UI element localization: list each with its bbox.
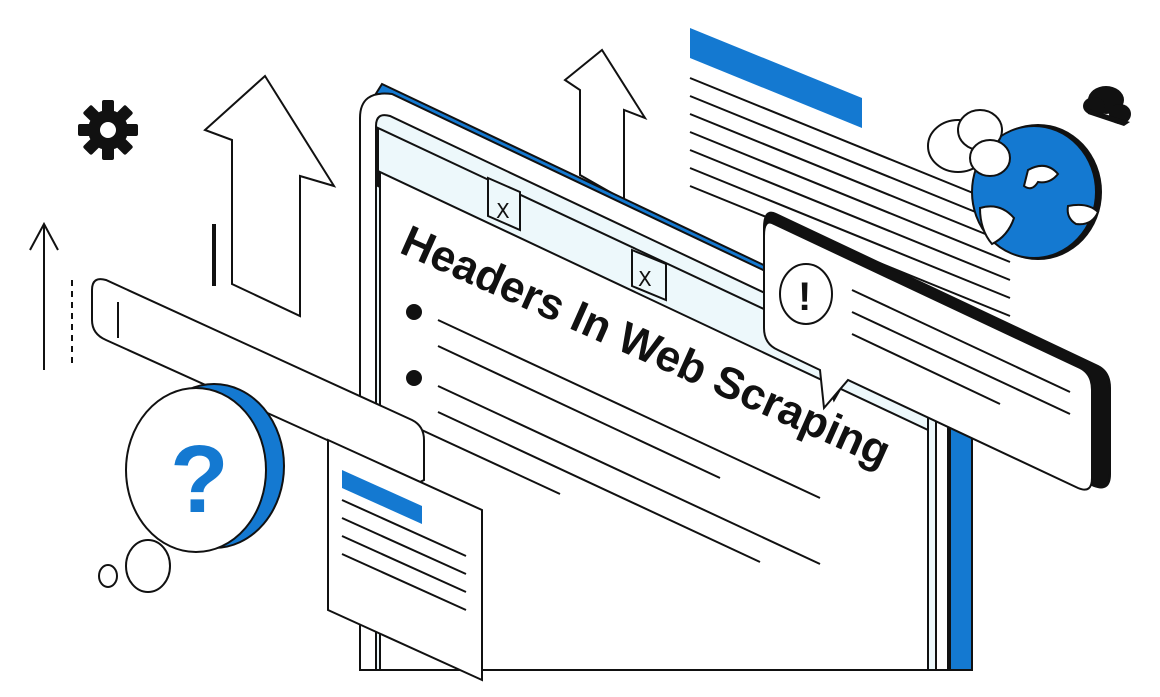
globe-icon xyxy=(927,109,1102,260)
tab-1-close-icon[interactable]: X xyxy=(496,199,510,223)
tab-2-close-icon[interactable]: X xyxy=(638,267,652,291)
cloud-icon xyxy=(1083,86,1131,126)
question-mark-icon: ? xyxy=(170,426,229,533)
document-background xyxy=(689,28,1011,317)
browser-tab-1[interactable]: X xyxy=(487,176,521,232)
gear-icon xyxy=(78,100,138,160)
search-bar[interactable] xyxy=(91,278,425,484)
alert-bubble: ! xyxy=(763,211,1111,491)
arrow-up-center xyxy=(563,48,648,202)
bullet-list xyxy=(399,304,821,565)
question-bubble: ? xyxy=(98,383,285,593)
arrow-up-large xyxy=(203,74,337,318)
exclamation-icon: ! xyxy=(779,263,833,325)
svg-text:!: ! xyxy=(798,275,811,319)
arrow-up-small xyxy=(29,221,73,370)
document-card xyxy=(327,438,483,682)
browser-tab-2[interactable]: X xyxy=(631,248,667,302)
